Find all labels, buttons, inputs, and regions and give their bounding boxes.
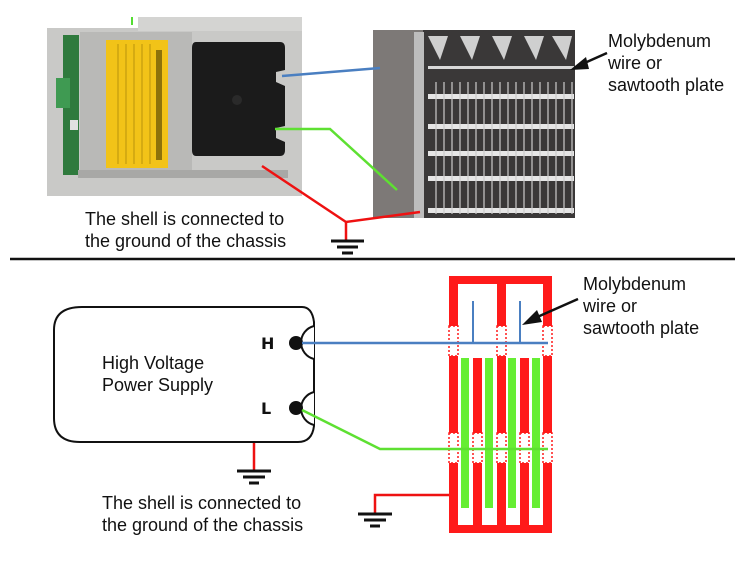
- chassis-ground-wire: [373, 493, 449, 514]
- ground-label-top: The shell is connected to the ground of …: [85, 209, 287, 251]
- wire-label-bottom: Molybdenum wire or sawtooth plate: [583, 274, 700, 338]
- green-electrodes: [461, 358, 540, 508]
- low-voltage-wire-photo: [275, 127, 398, 191]
- ground-symbol-top: [331, 239, 364, 255]
- wire-pointer-arrow-top: [570, 51, 608, 70]
- ground-symbol-chassis: [358, 512, 392, 528]
- power-supply-photo: [47, 17, 302, 196]
- power-supply-title: High Voltage Power Supply: [102, 353, 214, 395]
- ground-symbol-psu: [237, 469, 271, 485]
- terminal-low-label: L: [261, 399, 272, 418]
- terminal-high-label: H: [261, 334, 275, 353]
- power-supply-box: [53, 306, 315, 443]
- insulator: [542, 325, 553, 357]
- low-voltage-wire: [301, 408, 548, 451]
- ionizer-grid-photo: [373, 30, 575, 218]
- terminal-high-icon: [289, 336, 303, 350]
- wire-pointer-arrow-bottom: [522, 297, 579, 325]
- wire-label-top: Molybdenum wire or sawtooth plate: [608, 31, 725, 95]
- insulator: [496, 325, 507, 357]
- ground-label-bottom: The shell is connected to the ground of …: [102, 493, 304, 535]
- high-voltage-wire-photo: [281, 66, 381, 78]
- insulator: [448, 325, 459, 357]
- terminal-low-icon: [289, 401, 303, 415]
